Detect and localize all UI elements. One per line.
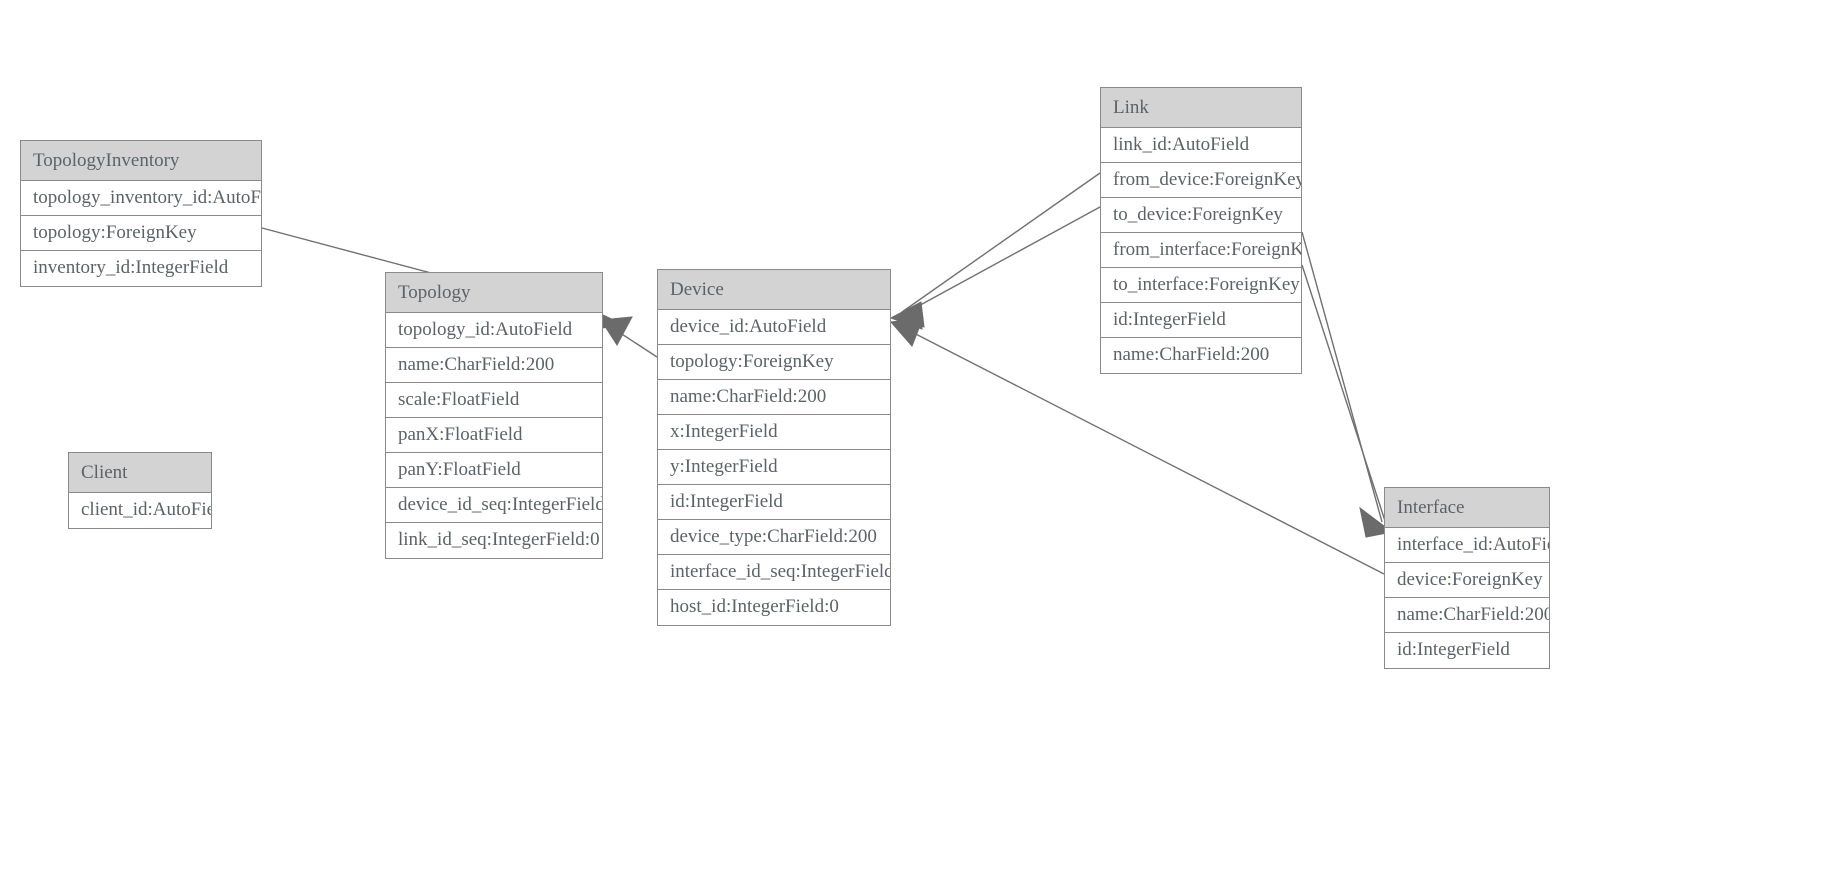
entity-topologyinventory-field-inventory_id: inventory_id:IntegerField — [21, 251, 261, 286]
entity-interface-field-id: id:IntegerField — [1385, 633, 1549, 668]
entity-topology-field-device_id_seq: device_id_seq:IntegerField:0 — [386, 488, 602, 523]
entity-link-field-link_id: link_id:AutoField — [1101, 128, 1301, 163]
entity-link-field-id: id:IntegerField — [1101, 303, 1301, 338]
edge-link-from-device — [889, 172, 1101, 328]
entity-link-field-to_device: to_device:ForeignKey — [1101, 198, 1301, 233]
entity-topologyinventory-field-topology: topology:ForeignKey — [21, 216, 261, 251]
entity-device-field-device_type: device_type:CharField:200 — [658, 520, 890, 555]
entity-device-field-x: x:IntegerField — [658, 415, 890, 450]
edge-device-topology — [600, 316, 658, 358]
entity-link-title: Link — [1101, 88, 1301, 128]
entity-link-field-name: name:CharField:200 — [1101, 338, 1301, 373]
entity-topology-field-pany: panY:FloatField — [386, 453, 602, 488]
entity-topology[interactable]: Topology topology_id:AutoField name:Char… — [385, 272, 603, 559]
entity-topology-field-link_id_seq: link_id_seq:IntegerField:0 — [386, 523, 602, 558]
entity-device-field-host_id: host_id:IntegerField:0 — [658, 590, 890, 625]
entity-device-field-name: name:CharField:200 — [658, 380, 890, 415]
entity-device-title: Device — [658, 270, 890, 310]
entity-link[interactable]: Link link_id:AutoField from_device:Forei… — [1100, 87, 1302, 374]
entity-client[interactable]: Client client_id:AutoField — [68, 452, 212, 529]
entity-client-title: Client — [69, 453, 211, 493]
entity-interface-field-device: device:ForeignKey — [1385, 563, 1549, 598]
entity-topology-field-topology_id: topology_id:AutoField — [386, 313, 602, 348]
entity-topology-field-scale: scale:FloatField — [386, 383, 602, 418]
entity-topologyinventory-field-topology_inventory_id: topology_inventory_id:AutoField — [21, 181, 261, 216]
entity-topology-field-name: name:CharField:200 — [386, 348, 602, 383]
entity-topology-title: Topology — [386, 273, 602, 313]
entity-device[interactable]: Device device_id:AutoField topology:Fore… — [657, 269, 891, 626]
entity-topologyinventory[interactable]: TopologyInventory topology_inventory_id:… — [20, 140, 262, 287]
entity-device-field-interface_id_seq: interface_id_seq:IntegerField:0 — [658, 555, 890, 590]
entity-device-field-topology: topology:ForeignKey — [658, 345, 890, 380]
edge-link-to-device — [889, 206, 1101, 330]
entity-device-field-id: id:IntegerField — [658, 485, 890, 520]
entity-client-field-client_id: client_id:AutoField — [69, 493, 211, 528]
entity-interface-title: Interface — [1385, 488, 1549, 528]
entity-device-field-device_id: device_id:AutoField — [658, 310, 890, 345]
entity-device-field-y: y:IntegerField — [658, 450, 890, 485]
entity-link-field-from_device: from_device:ForeignKey — [1101, 163, 1301, 198]
entity-interface[interactable]: Interface interface_id:AutoField device:… — [1384, 487, 1550, 669]
entity-link-field-from_interface: from_interface:ForeignKey — [1101, 233, 1301, 268]
entity-interface-field-name: name:CharField:200 — [1385, 598, 1549, 633]
entity-link-field-to_interface: to_interface:ForeignKey — [1101, 268, 1301, 303]
entity-topology-field-panx: panX:FloatField — [386, 418, 602, 453]
edge-link-to-interface — [1301, 264, 1394, 538]
entity-topologyinventory-title: TopologyInventory — [21, 141, 261, 181]
entity-interface-field-interface_id: interface_id:AutoField — [1385, 528, 1549, 563]
edge-link-from-interface — [1301, 231, 1383, 523]
